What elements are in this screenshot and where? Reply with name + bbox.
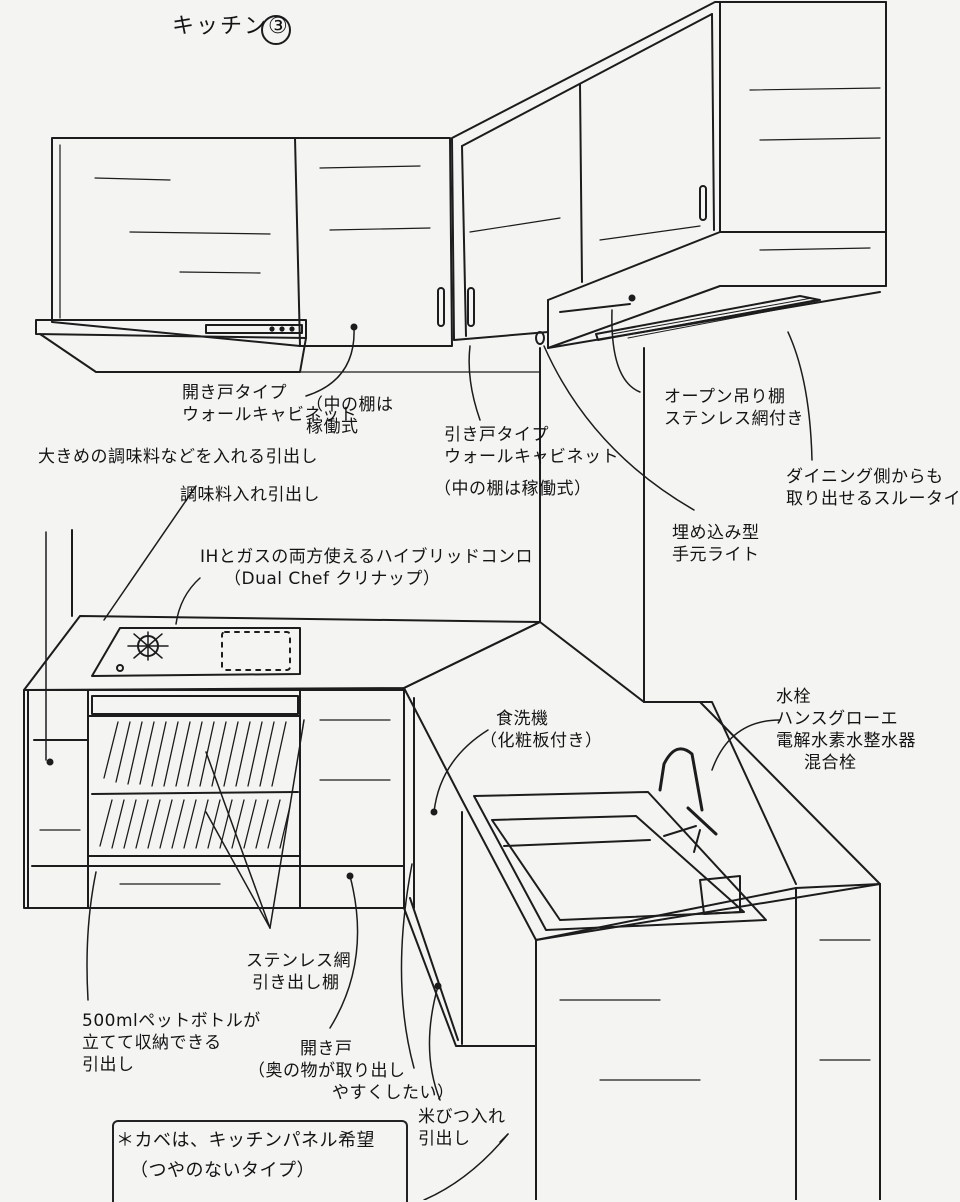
- hinged-wall-cabinet: [51, 137, 453, 347]
- faucet: [658, 747, 718, 853]
- label-bottle-drawer: 500mlペットボトルが 立てて収納できる 引出し: [82, 1011, 261, 1075]
- stainless-mesh-shelves: [91, 721, 299, 849]
- range-hood: [35, 319, 358, 373]
- label-hinged-wall-cabinet: 開き戸タイプ ウォールキャビネット: [182, 383, 357, 425]
- sink-island: [403, 621, 881, 1200]
- label-stainless-shelf: ステンレス網 引き出し棚: [246, 951, 351, 993]
- label-faucet: 水栓 ハンスグローエ 電解水素水整水器 混合栓: [776, 687, 916, 773]
- open-shelf-mesh: [535, 291, 881, 349]
- label-seasoning-large: 大きめの調味料などを入れる引出し: [38, 447, 318, 467]
- label-dishwasher: 食洗機 （化粧板付き）: [480, 709, 603, 751]
- page-title: キッチン③: [172, 14, 290, 39]
- room-walls: [71, 347, 645, 703]
- label-open-shelf: オープン吊り棚 ステンレス網付き: [664, 387, 804, 429]
- sink-bowl: [473, 791, 767, 931]
- label-hinged-door: 開き戸 （奥の物が取り出し やすくしたい）: [248, 1039, 455, 1103]
- label-rice-bin: 米びつ入れ 引出し: [418, 1107, 506, 1149]
- label-hybrid-stove: IHとガスの両方使えるハイブリッドコンロ （Dual Chef クリナップ）: [200, 547, 533, 589]
- label-slide-type: ダイニング側からも 取り出せるスルータイプ: [786, 467, 960, 509]
- label-shelf-movable-2: （中の棚は稼働式）: [434, 479, 592, 499]
- label-shelf-movable-1: （中の棚は 稼働式: [306, 395, 394, 437]
- label-embedded-light: 埋め込み型 手元ライト: [672, 523, 760, 565]
- callout-lines: [45, 309, 813, 1200]
- hybrid-stove: [91, 627, 301, 677]
- wall-note-box: [112, 1120, 408, 1202]
- label-seasoning: 調味料入れ引出し: [180, 485, 320, 505]
- label-wall-note: ＊カベは、キッチンパネル希望 （つやのないタイプ）: [116, 1130, 375, 1181]
- sliding-wall-cabinet: [437, 1, 887, 349]
- label-sliding-wall-cabinet: 引き戸タイプ ウォールキャビネット: [444, 425, 619, 467]
- title-circle: [261, 15, 291, 45]
